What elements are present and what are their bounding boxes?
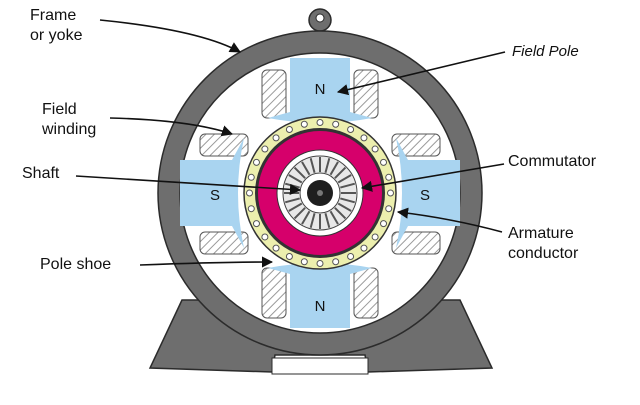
armature-conductor [371, 233, 379, 241]
armature-conductors [246, 119, 394, 267]
armature-conductor [252, 220, 260, 228]
armature-conductor [385, 205, 393, 213]
label-pole-shoe: Pole shoe [40, 256, 112, 273]
pole-left [180, 138, 244, 248]
commutator-segment [284, 197, 300, 204]
armature-conductor [387, 189, 394, 197]
armature-conductor [300, 258, 308, 266]
pole-letter-bottom: N [315, 298, 326, 315]
label-armature-conductor-line1: Armature [508, 225, 574, 242]
label-frame-line2: or yoke [30, 27, 83, 44]
commutator-segment [301, 210, 311, 225]
commutator-segment [329, 210, 339, 225]
pole-letter-left: S [210, 187, 220, 204]
pole-bottom [268, 263, 372, 328]
label-field-pole: Field Pole [512, 43, 579, 60]
leader-field-winding [109, 117, 234, 137]
leader-frame [99, 19, 241, 53]
armature-conductor [360, 244, 368, 252]
commutator-segment [309, 157, 316, 173]
armature-conductor [380, 220, 388, 228]
commutator-segment [288, 202, 303, 212]
leader-armature-conductor [396, 207, 503, 233]
armature-conductor [247, 205, 255, 213]
commutator-segment [301, 161, 311, 176]
pole-letter-top: N [315, 81, 326, 98]
leader-shaft [75, 175, 302, 195]
commutator-segment [334, 207, 347, 220]
field-windings [199, 69, 441, 319]
leader-commutator [360, 163, 505, 192]
armature [243, 116, 397, 270]
commutator-segment [324, 157, 331, 173]
label-field-winding-line2: winding [42, 121, 97, 138]
label-shaft: Shaft [22, 165, 60, 182]
armature-conductor [332, 258, 340, 266]
armature-conductor [285, 253, 293, 261]
leader-lines [75, 19, 506, 268]
base-slot [271, 357, 369, 375]
armature-conductor [261, 145, 269, 153]
label-armature-conductor-line2: conductor [508, 245, 579, 262]
commutator-segment [334, 166, 347, 179]
commutator-segment [337, 202, 352, 212]
label-field-winding: Field winding [42, 100, 96, 140]
label-field-winding-line1: Field [42, 101, 77, 118]
label-armature-conductor: Armature conductor [508, 224, 578, 264]
field-poles [180, 58, 460, 328]
pole-right [396, 138, 460, 248]
armature-conductor [316, 119, 324, 126]
commutator-segment [293, 207, 306, 220]
commutator-segment [293, 166, 306, 179]
commutator-segment [324, 213, 331, 229]
armature-conductor [347, 125, 355, 133]
label-frame-line1: Frame [30, 7, 77, 24]
commutator-segment [309, 213, 316, 229]
label-frame: Frame or yoke [30, 6, 82, 46]
commutator-segments [284, 157, 356, 229]
armature-conductor [371, 145, 379, 153]
commutator-segment [288, 174, 303, 184]
armature-conductor [272, 134, 280, 142]
commutator-segment [340, 197, 356, 204]
armature-conductor [360, 134, 368, 142]
armature-conductor [261, 233, 269, 241]
armature-conductor [300, 120, 308, 128]
commutator-segment [329, 161, 339, 176]
armature-conductor [347, 253, 355, 261]
armature-conductor [385, 173, 393, 181]
armature-conductor [246, 189, 253, 197]
label-commutator: Commutator [508, 153, 597, 170]
commutator-segment [340, 182, 356, 189]
pole-top [268, 58, 372, 123]
pole-letter-right: S [420, 187, 430, 204]
armature-conductor [380, 158, 388, 166]
armature-conductor [252, 158, 260, 166]
leader-field-pole [336, 51, 506, 96]
pole-letters: N N S S [210, 81, 430, 315]
armature-conductor [316, 260, 324, 267]
leader-pole-shoe [139, 256, 274, 268]
commutator-segment [337, 174, 352, 184]
armature-conductor [332, 120, 340, 128]
armature-conductor [247, 173, 255, 181]
armature-conductor [285, 125, 293, 133]
armature-conductor [272, 244, 280, 252]
